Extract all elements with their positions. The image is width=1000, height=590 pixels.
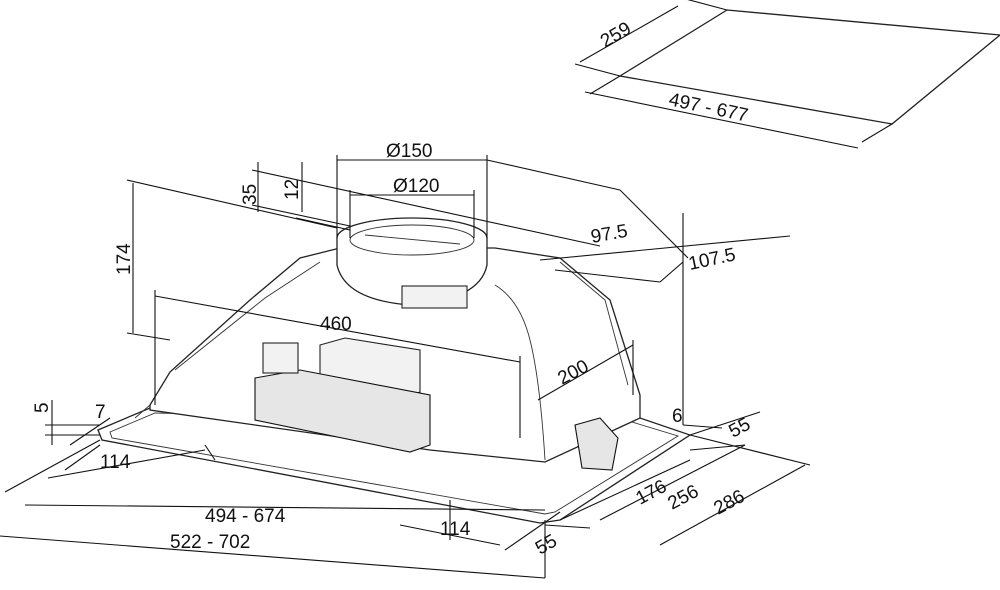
housing-side-curve xyxy=(494,284,546,461)
control-box xyxy=(254,369,431,453)
label-outlet-inner: Ø120 xyxy=(393,176,439,197)
label-lip-height: 12 xyxy=(282,179,303,200)
label-offset-side: 97.5 xyxy=(589,221,629,248)
outlet-inner-ring xyxy=(349,224,475,256)
label-collar-height: 35 xyxy=(240,184,261,205)
label-frame-large: 522 - 702 xyxy=(170,532,250,553)
label-depth-inner: 176 xyxy=(632,476,670,509)
cutout-ext-line-2 xyxy=(687,0,728,11)
cutout-width-dim-line xyxy=(584,91,859,149)
label-frame-small: 494 - 674 xyxy=(205,506,286,527)
label-frame-thickness: 5 xyxy=(32,402,53,413)
cutout-template xyxy=(574,0,1000,149)
label-clip-left: 114 xyxy=(100,452,131,473)
label-cutout-depth: 259 xyxy=(597,18,635,52)
cutout-depth-dim-line xyxy=(579,5,679,63)
label-clip-right: 114 xyxy=(440,519,471,540)
cutout-ext-line-1 xyxy=(574,63,621,77)
hood-body xyxy=(97,217,692,524)
label-offset-front: 107.5 xyxy=(687,244,738,274)
left-clamp-edge xyxy=(134,404,151,419)
connector-block xyxy=(262,342,299,374)
label-height: 174 xyxy=(114,243,135,275)
housing-ridges xyxy=(174,261,629,386)
outlet-flap xyxy=(364,234,461,245)
cutout-ext-line-3 xyxy=(589,75,621,95)
label-frame-edge: 6 xyxy=(672,406,683,427)
label-outlet-outer: Ø150 xyxy=(386,141,432,162)
cutout-ext-line-4 xyxy=(861,123,893,143)
outlet-clip xyxy=(401,285,468,309)
label-margin-back: 55 xyxy=(725,414,754,442)
label-body-width: 460 xyxy=(320,314,352,335)
right-clamp xyxy=(574,417,619,471)
label-depth-mid: 256 xyxy=(664,481,702,514)
label-frame-step: 7 xyxy=(95,402,106,423)
dimension-lines xyxy=(0,155,811,579)
label-margin-front: 55 xyxy=(532,531,561,560)
